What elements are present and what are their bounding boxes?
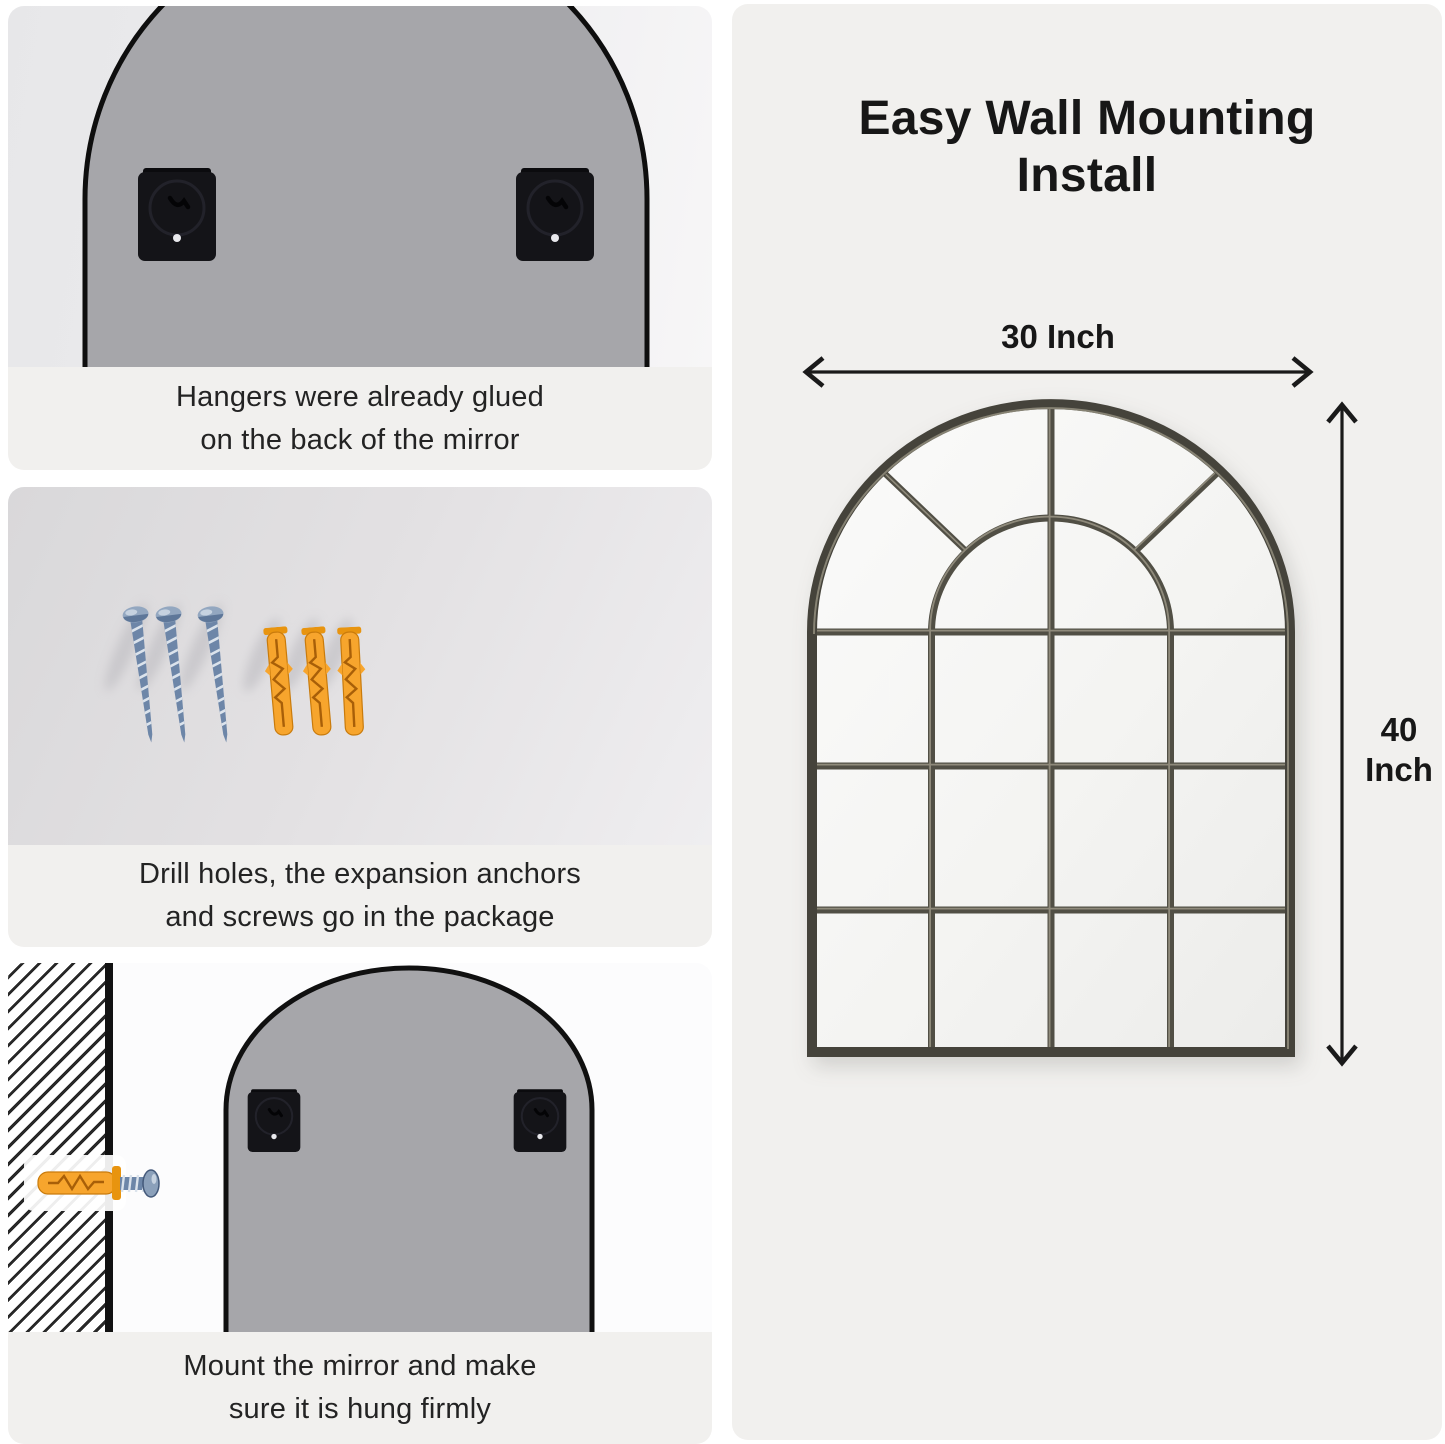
wall-surface-line — [105, 963, 113, 1332]
caption-line: Hangers were already glued — [176, 380, 544, 413]
hanger-icon — [516, 168, 594, 261]
caption-line: on the back of the mirror — [200, 423, 520, 456]
hanger-icon — [513, 1087, 567, 1154]
step-3-photo — [8, 963, 712, 1332]
wall-cross-section-hatch — [8, 963, 105, 1332]
step-3-caption: Mount the mirror and make sure it is hun… — [8, 1332, 712, 1444]
panel-title: Easy Wall Mounting Install — [732, 90, 1442, 204]
width-dimension-label: 30 Inch — [1001, 318, 1115, 355]
panel-title-line2: Install — [1016, 149, 1158, 202]
mounting-illustration — [24, 965, 595, 1332]
step-2-card: Drill holes, the expansion anchors and s… — [8, 487, 712, 947]
step-2-photo — [8, 487, 712, 845]
mirror-back-illustration — [223, 965, 595, 1332]
caption-line: sure it is hung firmly — [228, 1393, 492, 1425]
panel-title-line1: Easy Wall Mounting — [858, 92, 1316, 145]
step-2-caption: Drill holes, the expansion anchors and s… — [8, 845, 712, 947]
step-1-photo — [8, 6, 712, 367]
mounting-dimensions-panel: Easy Wall Mounting Install 30 Inch — [732, 4, 1442, 1440]
arched-window-mirror-illustration — [807, 399, 1295, 1057]
step-1-caption: Hangers were already glued on the back o… — [8, 367, 712, 470]
hanger-icon — [247, 1087, 301, 1154]
caption-line: Drill holes, the expansion anchors — [138, 858, 582, 890]
mirror-back-illustration — [82, 6, 650, 367]
caption-line: and screws go in the package — [165, 901, 555, 933]
hardware-illustration — [104, 602, 370, 845]
height-dimension-arrow — [1326, 401, 1358, 1067]
step-3-card: Mount the mirror and make sure it is hun… — [8, 963, 712, 1444]
hanger-icon — [138, 168, 216, 261]
height-dimension-label: 40 Inch — [1365, 711, 1433, 788]
width-dimension-arrow — [802, 356, 1314, 388]
step-1-card: Hangers were already glued on the back o… — [8, 6, 712, 470]
anchor-in-wall-icon — [24, 1155, 160, 1211]
caption-line: Mount the mirror and make — [183, 1350, 537, 1382]
